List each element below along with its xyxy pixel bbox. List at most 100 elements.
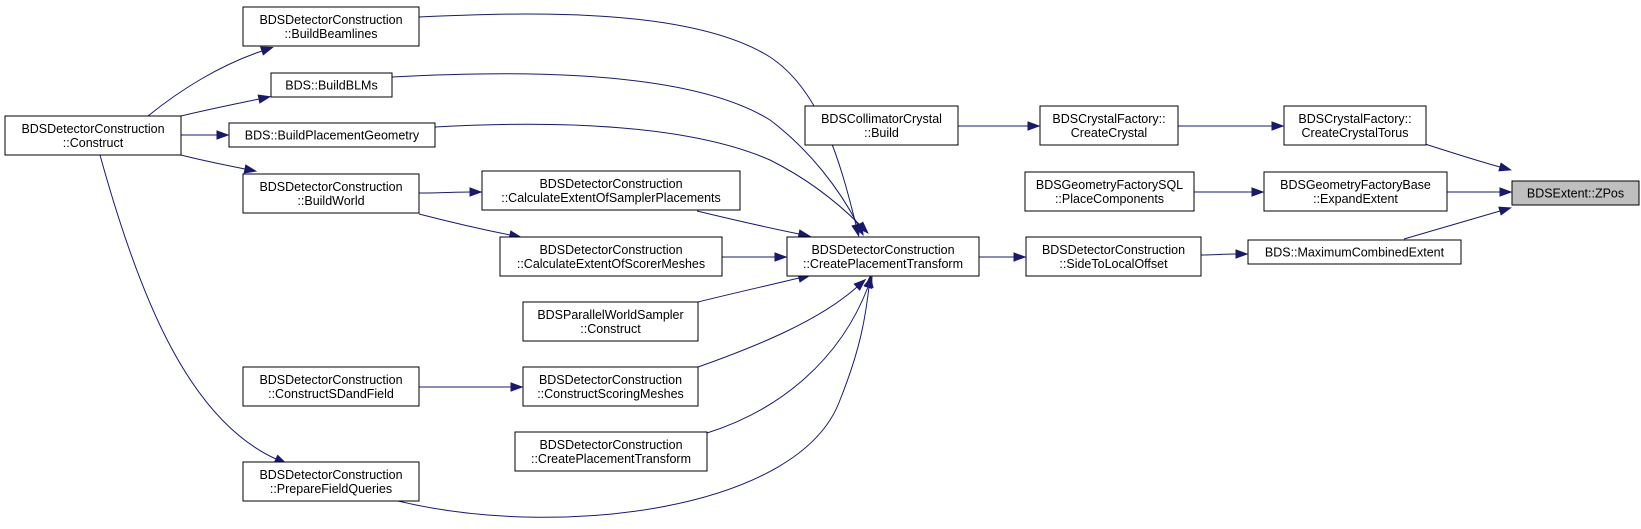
node-construct[interactable]: BDSDetectorConstruction::Construct [4,115,182,156]
node-box [1283,105,1427,146]
node-label: BDSExtent::ZPos [1527,187,1624,201]
arrowhead-icon [1498,162,1513,172]
node-prepare-field-queries[interactable]: BDSDetectorConstruction::PrepareFieldQue… [242,461,420,502]
node-parallel-world-sampler[interactable]: BDSParallelWorldSampler::Construct [522,301,699,342]
edge-line [180,154,246,170]
node-label: BDSDetectorConstruction [259,13,402,27]
node-build-placement-geometry[interactable]: BDS::BuildPlacementGeometry [228,122,436,148]
edge-line [418,13,857,226]
edge-line [1200,253,1237,256]
node-label: ::Construct [580,322,641,336]
node-box [242,173,420,214]
node-calc-extent-scorer[interactable]: BDSDetectorConstruction::CalculateExtent… [499,236,723,277]
node-construct-s-dand-field[interactable]: BDSDetectorConstruction::ConstructSDandF… [242,366,420,407]
node-place-components[interactable]: BDSGeometryFactorySQL::PlaceComponents [1024,171,1195,212]
node-side-to-local-offset[interactable]: BDSDetectorConstruction::SideToLocalOffs… [1025,236,1202,277]
arrowhead-icon [1499,187,1513,197]
node-label: ::Construct [63,136,124,150]
node-calc-extent-sampler[interactable]: BDSDetectorConstruction::CalculateExtent… [481,170,741,211]
edge-side-to-local-offset-to-max-combined-extent [1200,249,1249,259]
arrowhead-icon [1235,249,1249,259]
arrowhead-icon [216,130,230,140]
edge-line [418,213,511,236]
node-box [514,431,708,472]
edge-create-placement-transform-to-side-to-local-offset [978,252,1027,262]
node-label: BDSGeometryFactoryBase [1280,178,1431,192]
node-build-beamlines[interactable]: BDSDetectorConstruction::BuildBeamlines [242,6,420,47]
node-label: ::CreatePlacementTransform [803,257,963,271]
node-box [481,170,741,211]
arrowhead-icon [774,252,788,262]
edge-calc-extent-sampler-to-create-placement-transform [696,210,812,239]
edge-construct-scoring-meshes-to-create-placement-transform [697,278,867,368]
edge-create-crystal-to-create-crystal-torus [1178,121,1285,131]
arrowhead-icon [1013,252,1027,262]
arrowhead-icon [1251,187,1265,197]
node-box [270,72,393,98]
node-box [4,115,182,156]
arrowhead-icon [856,221,869,234]
edge-construct-to-build-b-l-ms [180,94,272,117]
node-label: ::BuildWorld [297,194,364,208]
node-label: ::CalculateExtentOfSamplerPlacements [501,191,721,205]
node-label: BDSDetectorConstruction [259,373,402,387]
edge-line [706,286,869,434]
edge-line [180,98,260,117]
node-label: BDS::MaximumCombinedExtent [1265,246,1445,260]
edge-line [696,210,800,235]
node-label: BDSCrystalFactory:: [1298,112,1411,126]
node-create-placement-transform[interactable]: BDSDetectorConstruction::CreatePlacement… [786,236,980,277]
node-label: BDSCrystalFactory:: [1052,112,1165,126]
node-max-combined-extent[interactable]: BDS::MaximumCombinedExtent [1247,239,1462,265]
node-label: BDS::BuildBLMs [285,79,377,93]
node-box [522,366,699,407]
edge-line [697,277,800,303]
arrowhead-icon [469,187,483,197]
edge-line [1424,143,1501,168]
edge-build-world-to-calc-extent-sampler [418,187,483,197]
edge-line [1403,210,1501,240]
node-create-placement-transform2[interactable]: BDSDetectorConstruction::CreatePlacement… [514,431,708,472]
node-collimator-crystal-build[interactable]: BDSCollimatorCrystal::Build [804,105,959,146]
arrowhead-icon [257,94,272,104]
arrowhead-icon [243,164,258,174]
node-label: ::ExpandExtent [1313,192,1398,206]
node-create-crystal-torus[interactable]: BDSCrystalFactory::CreateCrystalTorus [1283,105,1427,146]
node-label: CreateCrystal [1071,126,1147,140]
node-label: BDSDetectorConstruction [21,122,164,136]
edge-line [697,286,858,368]
edge-parallel-world-sampler-to-create-placement-transform [697,273,812,303]
node-label: ::BuildBeamlines [284,27,377,41]
node-expand-extent[interactable]: BDSGeometryFactoryBase::ExpandExtent [1263,171,1448,212]
node-label: BDSDetectorConstruction [539,438,682,452]
edge-build-world-to-calc-extent-scorer [418,213,523,240]
node-build-b-l-ms[interactable]: BDS::BuildBLMs [270,72,393,98]
edge-collimator-crystal-build-to-create-crystal [958,121,1041,131]
node-label: BDS::BuildPlacementGeometry [245,129,420,143]
node-label: BDSDetectorConstruction [539,373,682,387]
node-label: BDSDetectorConstruction [1042,243,1185,257]
arrowhead-icon [1498,206,1512,216]
node-layer: BDSExtent::ZPos BDSCrystalFactory::Create… [4,6,1640,502]
node-create-crystal[interactable]: BDSCrystalFactory::CreateCrystal [1039,105,1179,146]
edge-max-combined-extent-to-zpos [1403,206,1512,240]
node-construct-scoring-meshes[interactable]: BDSDetectorConstruction::ConstructScorin… [522,366,699,407]
node-box [1025,236,1202,277]
node-label: ::ConstructScoringMeshes [537,387,684,401]
edge-line [434,123,861,226]
node-label: ::CreatePlacementTransform [531,452,691,466]
edge-create-crystal-torus-to-zpos [1424,143,1513,172]
node-box [1263,171,1448,212]
node-box [1039,105,1179,146]
edge-construct-to-build-beamlines [147,46,274,117]
node-label: ::Build [864,126,899,140]
edge-layer [99,13,1513,518]
node-build-world[interactable]: BDSDetectorConstruction::BuildWorld [242,173,420,214]
edge-construct-to-build-placement-geometry [181,130,230,140]
node-label: ::ConstructSDandField [268,387,394,401]
edge-build-b-l-ms-to-create-placement-transform [391,73,864,237]
node-label: ::CalculateExtentOfScorerMeshes [517,257,705,271]
node-box [804,105,959,146]
node-box [228,122,436,148]
node-box [1024,171,1195,212]
